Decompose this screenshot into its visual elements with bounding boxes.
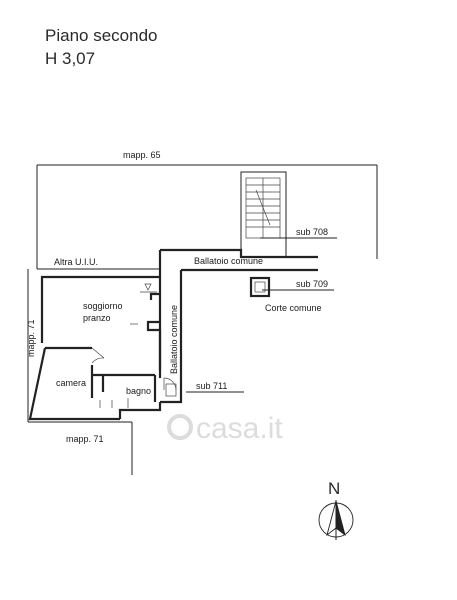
label-ballatoio-top: Ballatoio comune (194, 256, 263, 266)
height-label: H 3,07 (45, 49, 95, 68)
label-soggiorno: soggiorno (83, 301, 123, 311)
label-mapp-71-bottom: mapp. 71 (66, 434, 104, 444)
watermark-text: casa.it (196, 412, 283, 445)
apartment-walls (28, 275, 183, 421)
label-corte-comune: Corte comune (265, 303, 322, 313)
label-bagno: bagno (126, 386, 151, 396)
label-camera: camera (56, 378, 86, 388)
compass-north-label: N (328, 479, 340, 498)
watermark: casa.it (167, 412, 283, 445)
label-pranzo: pranzo (83, 313, 111, 323)
label-altra-uiu: Altra U.I.U. (54, 257, 98, 267)
label-mapp-65: mapp. 65 (123, 150, 161, 160)
boundary-lines (27, 164, 378, 475)
stairwell (240, 171, 287, 257)
label-sub-709: sub 709 (296, 279, 328, 289)
floor-title: Piano secondo (45, 26, 157, 45)
label-mapp-71-side: mapp. 71 (26, 319, 36, 357)
label-sub-711: sub 711 (196, 381, 227, 391)
label-ballatoio-vertical: Ballatoio comune (169, 305, 179, 374)
shaft-box (249, 276, 271, 298)
north-compass: N (318, 479, 354, 540)
label-sub-708: sub 708 (296, 227, 328, 237)
ballatoio-top-walls (160, 248, 318, 272)
